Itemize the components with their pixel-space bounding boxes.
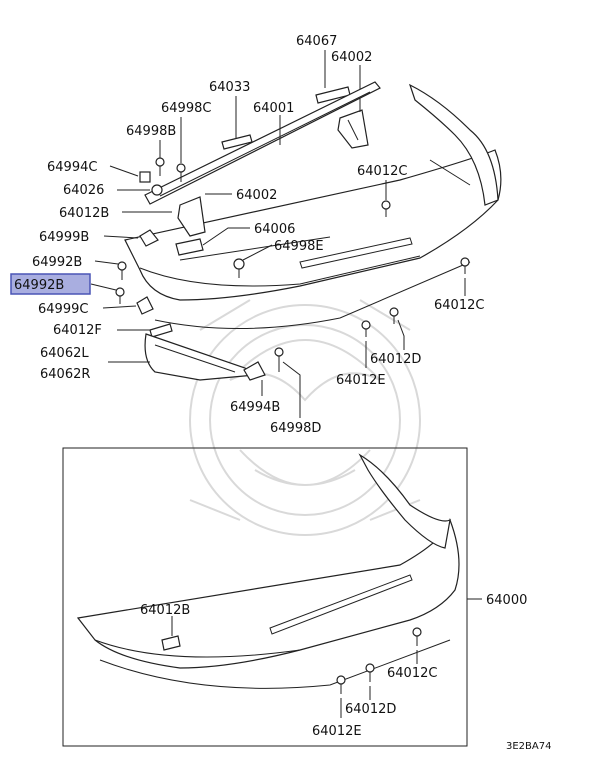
label-64012C-top[interactable]: 64012C (357, 164, 407, 179)
watermark-emblem (189, 299, 421, 536)
part-64006 (175, 227, 250, 256)
part-64062 (108, 333, 257, 381)
part-64999C (102, 296, 154, 315)
label-64012D-top[interactable]: 64012D (370, 352, 421, 367)
label-64992B-a[interactable]: 64992B (32, 255, 82, 270)
part-64012C-right (460, 257, 470, 296)
selected-part-highlight (10, 273, 91, 295)
label-64998E[interactable]: 64998E (274, 239, 324, 254)
part-64012E-top (361, 320, 371, 368)
label-64999C[interactable]: 64999C (38, 302, 88, 317)
bumper-cover-upper (124, 83, 502, 329)
label-64998C[interactable]: 64998C (161, 101, 211, 116)
label-64999B[interactable]: 64999B (39, 230, 89, 245)
part-64002-left (177, 193, 232, 237)
label-64012C-box[interactable]: 64012C (387, 666, 437, 681)
assembly-clip-64012D (365, 663, 375, 700)
label-64998B[interactable]: 64998B (126, 124, 176, 139)
label-64001[interactable]: 64001 (253, 101, 294, 116)
label-64012D-box[interactable]: 64012D (345, 702, 396, 717)
part-64026 (117, 184, 163, 196)
label-64012C-right[interactable]: 64012C (434, 298, 484, 313)
bumper-assembly (76, 453, 460, 689)
label-64012B-top[interactable]: 64012B (59, 206, 109, 221)
part-64999B (103, 229, 159, 247)
part-64992B-a (94, 260, 127, 280)
part-64012C-top (381, 180, 391, 217)
label-64012E-box[interactable]: 64012E (312, 724, 362, 739)
label-64002-top[interactable]: 64002 (331, 50, 372, 65)
part-64998B (155, 140, 165, 176)
part-64001 (144, 81, 381, 205)
label-64994C[interactable]: 64994C (47, 160, 97, 175)
part-64992B-selected (90, 283, 125, 304)
label-64026[interactable]: 64026 (63, 183, 104, 198)
assembly-box (62, 447, 482, 747)
label-64067[interactable]: 64067 (296, 34, 337, 49)
label-64012E-top[interactable]: 64012E (336, 373, 386, 388)
part-64994B (243, 361, 266, 396)
part-64994C (109, 165, 151, 183)
assembly-clip-64012E (336, 675, 346, 718)
label-64992B-selected[interactable]: 64992B (14, 278, 64, 293)
label-64002-mid[interactable]: 64002 (236, 188, 277, 203)
label-64998D[interactable]: 64998D (270, 421, 321, 436)
label-64012B-box[interactable]: 64012B (140, 603, 190, 618)
assembly-clip-64012C (412, 627, 422, 664)
part-64998C (176, 117, 186, 182)
part-64998D (274, 347, 301, 418)
part-64012F (117, 323, 173, 338)
label-64006[interactable]: 64006 (254, 222, 295, 237)
diagram-code: 3E2BA74 (506, 741, 551, 752)
label-64012F[interactable]: 64012F (53, 323, 102, 338)
label-64062R[interactable]: 64062R (40, 367, 90, 382)
part-64002-right (337, 65, 369, 149)
label-64000[interactable]: 64000 (486, 593, 527, 608)
part-64012D-top (389, 307, 405, 350)
part-64998E (233, 244, 273, 278)
label-64994B[interactable]: 64994B (230, 400, 280, 415)
label-64062L[interactable]: 64062L (40, 346, 89, 361)
part-64033 (221, 96, 253, 150)
label-64033[interactable]: 64033 (209, 80, 250, 95)
